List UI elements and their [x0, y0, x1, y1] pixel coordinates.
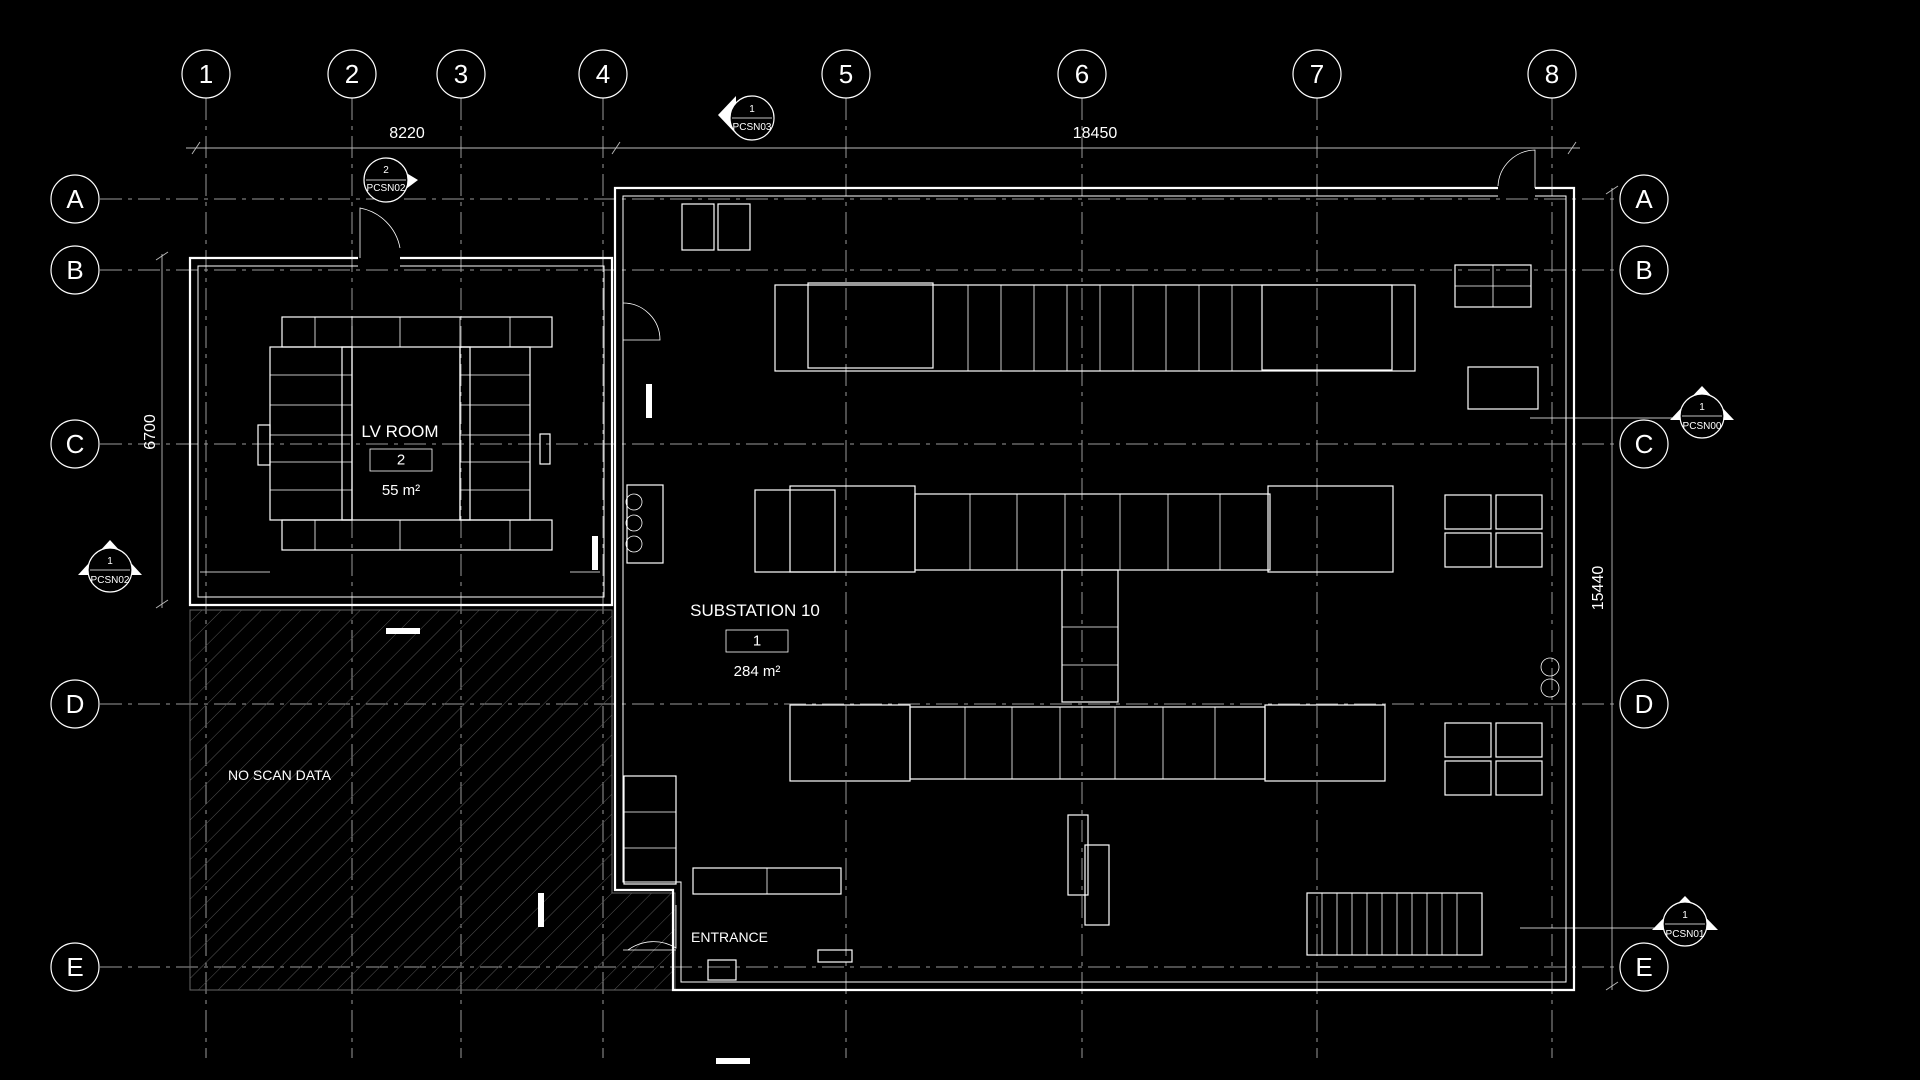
grid-bubble-col-7: 7: [1292, 49, 1342, 99]
grid-bubble-col-6: 6: [1057, 49, 1107, 99]
svg-text:E: E: [1635, 952, 1652, 982]
grid-bubble-col-5: 5: [821, 49, 871, 99]
substation-number: 1: [753, 633, 761, 650]
svg-text:1: 1: [1682, 910, 1688, 921]
svg-text:8: 8: [1545, 59, 1559, 89]
svg-text:D: D: [1635, 689, 1654, 719]
grid-bubble-col-8: 8: [1527, 49, 1577, 99]
substation-walls: [613, 149, 1576, 992]
dim-right-vertical: 15440: [1590, 566, 1607, 611]
grid-bubble-col-4: 4: [578, 49, 628, 99]
grid-bubble-row-e-right: E: [1619, 942, 1669, 992]
column-bubbles: 1 2 3 4 5 6 7 8: [181, 49, 1577, 99]
svg-text:A: A: [1635, 184, 1653, 214]
svg-text:1: 1: [1699, 402, 1705, 413]
section-tags: 1 PCSN03 2 PCSN02 1 PCSN02 1 PCSN00: [78, 95, 1734, 947]
grid-bubble-col-1: 1: [181, 49, 231, 99]
section-tag-pcsn02-left: 1 PCSN02: [78, 540, 142, 593]
svg-text:PCSN02: PCSN02: [367, 183, 406, 194]
svg-text:2: 2: [345, 59, 359, 89]
grid-bubble-row-a-left: A: [50, 174, 100, 224]
grid-bubble-row-b-left: B: [50, 245, 100, 295]
svg-text:D: D: [66, 689, 85, 719]
substation-name: SUBSTATION 10: [690, 601, 820, 620]
grid-bubble-row-a-right: A: [1619, 174, 1669, 224]
grid-bubble-row-c-left: C: [50, 419, 100, 469]
svg-text:1: 1: [199, 59, 213, 89]
grid-bubble-row-b-right: B: [1619, 245, 1669, 295]
substation-switchgear: [754, 282, 1416, 782]
section-tag-pcsn02-top: 2 PCSN02: [363, 157, 418, 203]
lv-room-area: 55 m²: [382, 482, 420, 499]
svg-text:B: B: [66, 255, 83, 285]
grid-bubble-col-2: 2: [327, 49, 377, 99]
section-tag-pcsn01: 1 PCSN01: [1652, 896, 1718, 947]
svg-text:2: 2: [383, 165, 389, 176]
svg-text:PCSN02: PCSN02: [91, 575, 130, 586]
entrance-label: ENTRANCE: [691, 929, 768, 945]
section-tag-pcsn03: 1 PCSN03: [718, 95, 775, 141]
section-tag-pcsn00: 1 PCSN00: [1670, 386, 1734, 439]
svg-text:C: C: [1635, 429, 1654, 459]
grid-bubble-row-c-right: C: [1619, 419, 1669, 469]
svg-text:PCSN03: PCSN03: [733, 122, 772, 133]
svg-text:5: 5: [839, 59, 853, 89]
lv-room-number: 2: [397, 452, 405, 469]
substation-area: 284 m²: [734, 663, 781, 680]
svg-text:3: 3: [454, 59, 468, 89]
grid-bubble-row-d-right: D: [1619, 679, 1669, 729]
substation-label: SUBSTATION 10 1 284 m²: [690, 601, 820, 680]
svg-text:A: A: [66, 184, 84, 214]
svg-text:4: 4: [596, 59, 610, 89]
dimension-lines: 8220 18450 6700 15440: [142, 125, 1619, 991]
svg-text:PCSN00: PCSN00: [1683, 421, 1722, 432]
svg-text:PCSN01: PCSN01: [1666, 929, 1705, 940]
svg-text:7: 7: [1310, 59, 1324, 89]
dim-top-right: 18450: [1073, 125, 1118, 142]
lv-room-walls: [188, 207, 614, 607]
lv-room-label: LV ROOM 2 55 m²: [361, 422, 438, 499]
no-scan-region: NO SCAN DATA: [189, 609, 676, 991]
lv-room-panels: [257, 316, 553, 551]
grid-bubble-row-d-left: D: [50, 679, 100, 729]
misc-equipment: [386, 203, 1560, 1064]
svg-text:C: C: [66, 429, 85, 459]
row-bubbles: A B C D E A B C D E: [50, 174, 1669, 992]
grid-bubble-row-e-left: E: [50, 942, 100, 992]
dim-top-left: 8220: [389, 125, 425, 142]
svg-text:E: E: [66, 952, 83, 982]
no-scan-label: NO SCAN DATA: [228, 767, 332, 783]
lv-room-name: LV ROOM: [361, 422, 438, 441]
svg-text:6: 6: [1075, 59, 1089, 89]
svg-text:1: 1: [749, 104, 755, 115]
svg-text:B: B: [1635, 255, 1652, 285]
svg-text:1: 1: [107, 556, 113, 567]
dim-left-vertical: 6700: [142, 414, 159, 450]
grid-bubble-col-3: 3: [436, 49, 486, 99]
